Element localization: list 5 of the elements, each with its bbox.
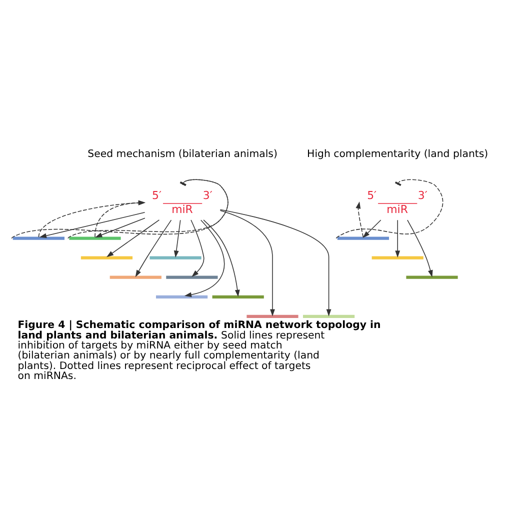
node-text: 5′ 3′ miR <box>367 188 428 216</box>
label: High complementarity (land plants) <box>307 148 488 160</box>
label: Seed mechanism (bilaterian animals) <box>88 148 278 160</box>
caption: Figure 4 | Schematic comparison of miRNA network topology in land plants and bilaterian animals. Solid lines represent inhibition of targets by miRNA either by seed match (bilaterian animals) or by nearly full complementarity (land plants). Dotted lines represent reciprocal effect of targets on miRNAs. <box>18 320 381 382</box>
node-text: 5′ 3′ miR <box>152 188 212 216</box>
